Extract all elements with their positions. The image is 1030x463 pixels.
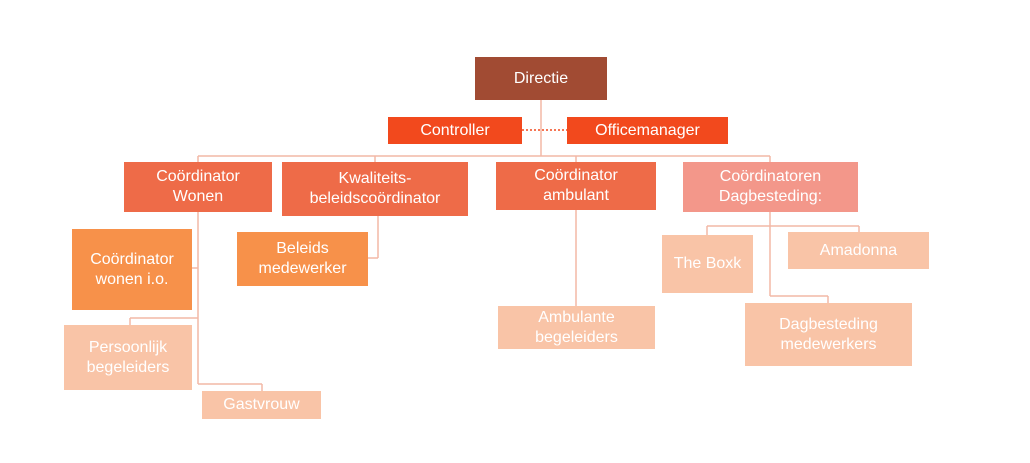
node-directie: Directie [475,57,607,100]
node-beleids-medewerker: Beleids medewerker [237,232,368,286]
node-persoonlijk-begeleiders: Persoonlijk begeleiders [64,325,192,390]
node-the-boxk: The Boxk [662,235,753,293]
node-ambulante-begeleiders: Ambulante begeleiders [498,306,655,349]
node-coordinator-wonen: Coördinator Wonen [124,162,272,212]
node-dagbesteding-medewerkers: Dagbesteding medewerkers [745,303,912,366]
node-coordinator-ambulant: Coördinator ambulant [496,162,656,210]
node-gastvrouw: Gastvrouw [202,391,321,419]
node-officemanager: Officemanager [567,117,728,144]
node-controller: Controller [388,117,522,144]
node-amadonna: Amadonna [788,232,929,269]
node-kwaliteitsbeleidscoordinator: Kwaliteits- beleidscoördinator [282,162,468,216]
node-coordinator-wonen-io: Coördinator wonen i.o. [72,229,192,310]
node-coordinatoren-dagbesteding: Coördinatoren Dagbesteding: [683,162,858,212]
